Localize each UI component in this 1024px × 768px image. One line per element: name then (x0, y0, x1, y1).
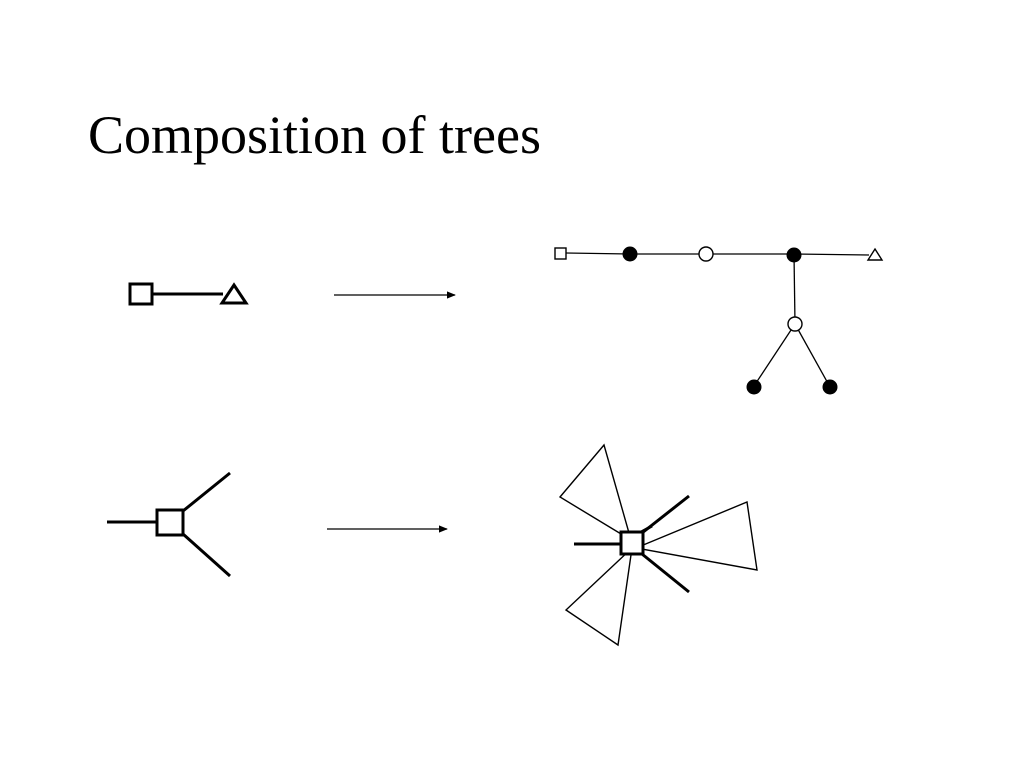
composed-tree (554, 246, 884, 395)
triangle-node (866, 247, 884, 261)
filled-circle-node (822, 379, 838, 395)
branch-edge (182, 471, 231, 513)
square-node (155, 508, 185, 537)
branch-edge (794, 323, 831, 388)
composed-pinwheel (558, 443, 758, 647)
filled-circle-node (746, 379, 762, 395)
filled-circle-node (786, 247, 802, 263)
branching-tree (107, 471, 231, 578)
open-circle-node (787, 316, 803, 332)
spine-edge (793, 253, 870, 256)
subtree-triangle (558, 443, 633, 542)
square-node (128, 282, 154, 306)
filled-circle-node (622, 246, 638, 262)
subtree-triangle (633, 501, 758, 571)
subtree-triangle (564, 546, 633, 647)
branch-edge (641, 552, 690, 594)
branch-edge (793, 253, 796, 325)
branch-edge (182, 532, 231, 578)
triangle-node (219, 282, 249, 305)
open-circle-node (698, 246, 714, 262)
spine-edge (565, 252, 631, 255)
square-node (619, 530, 645, 556)
square-node (554, 247, 567, 260)
slide-title: Composition of trees (88, 105, 541, 165)
simple-tree (128, 282, 249, 306)
branch-edge (753, 323, 796, 387)
